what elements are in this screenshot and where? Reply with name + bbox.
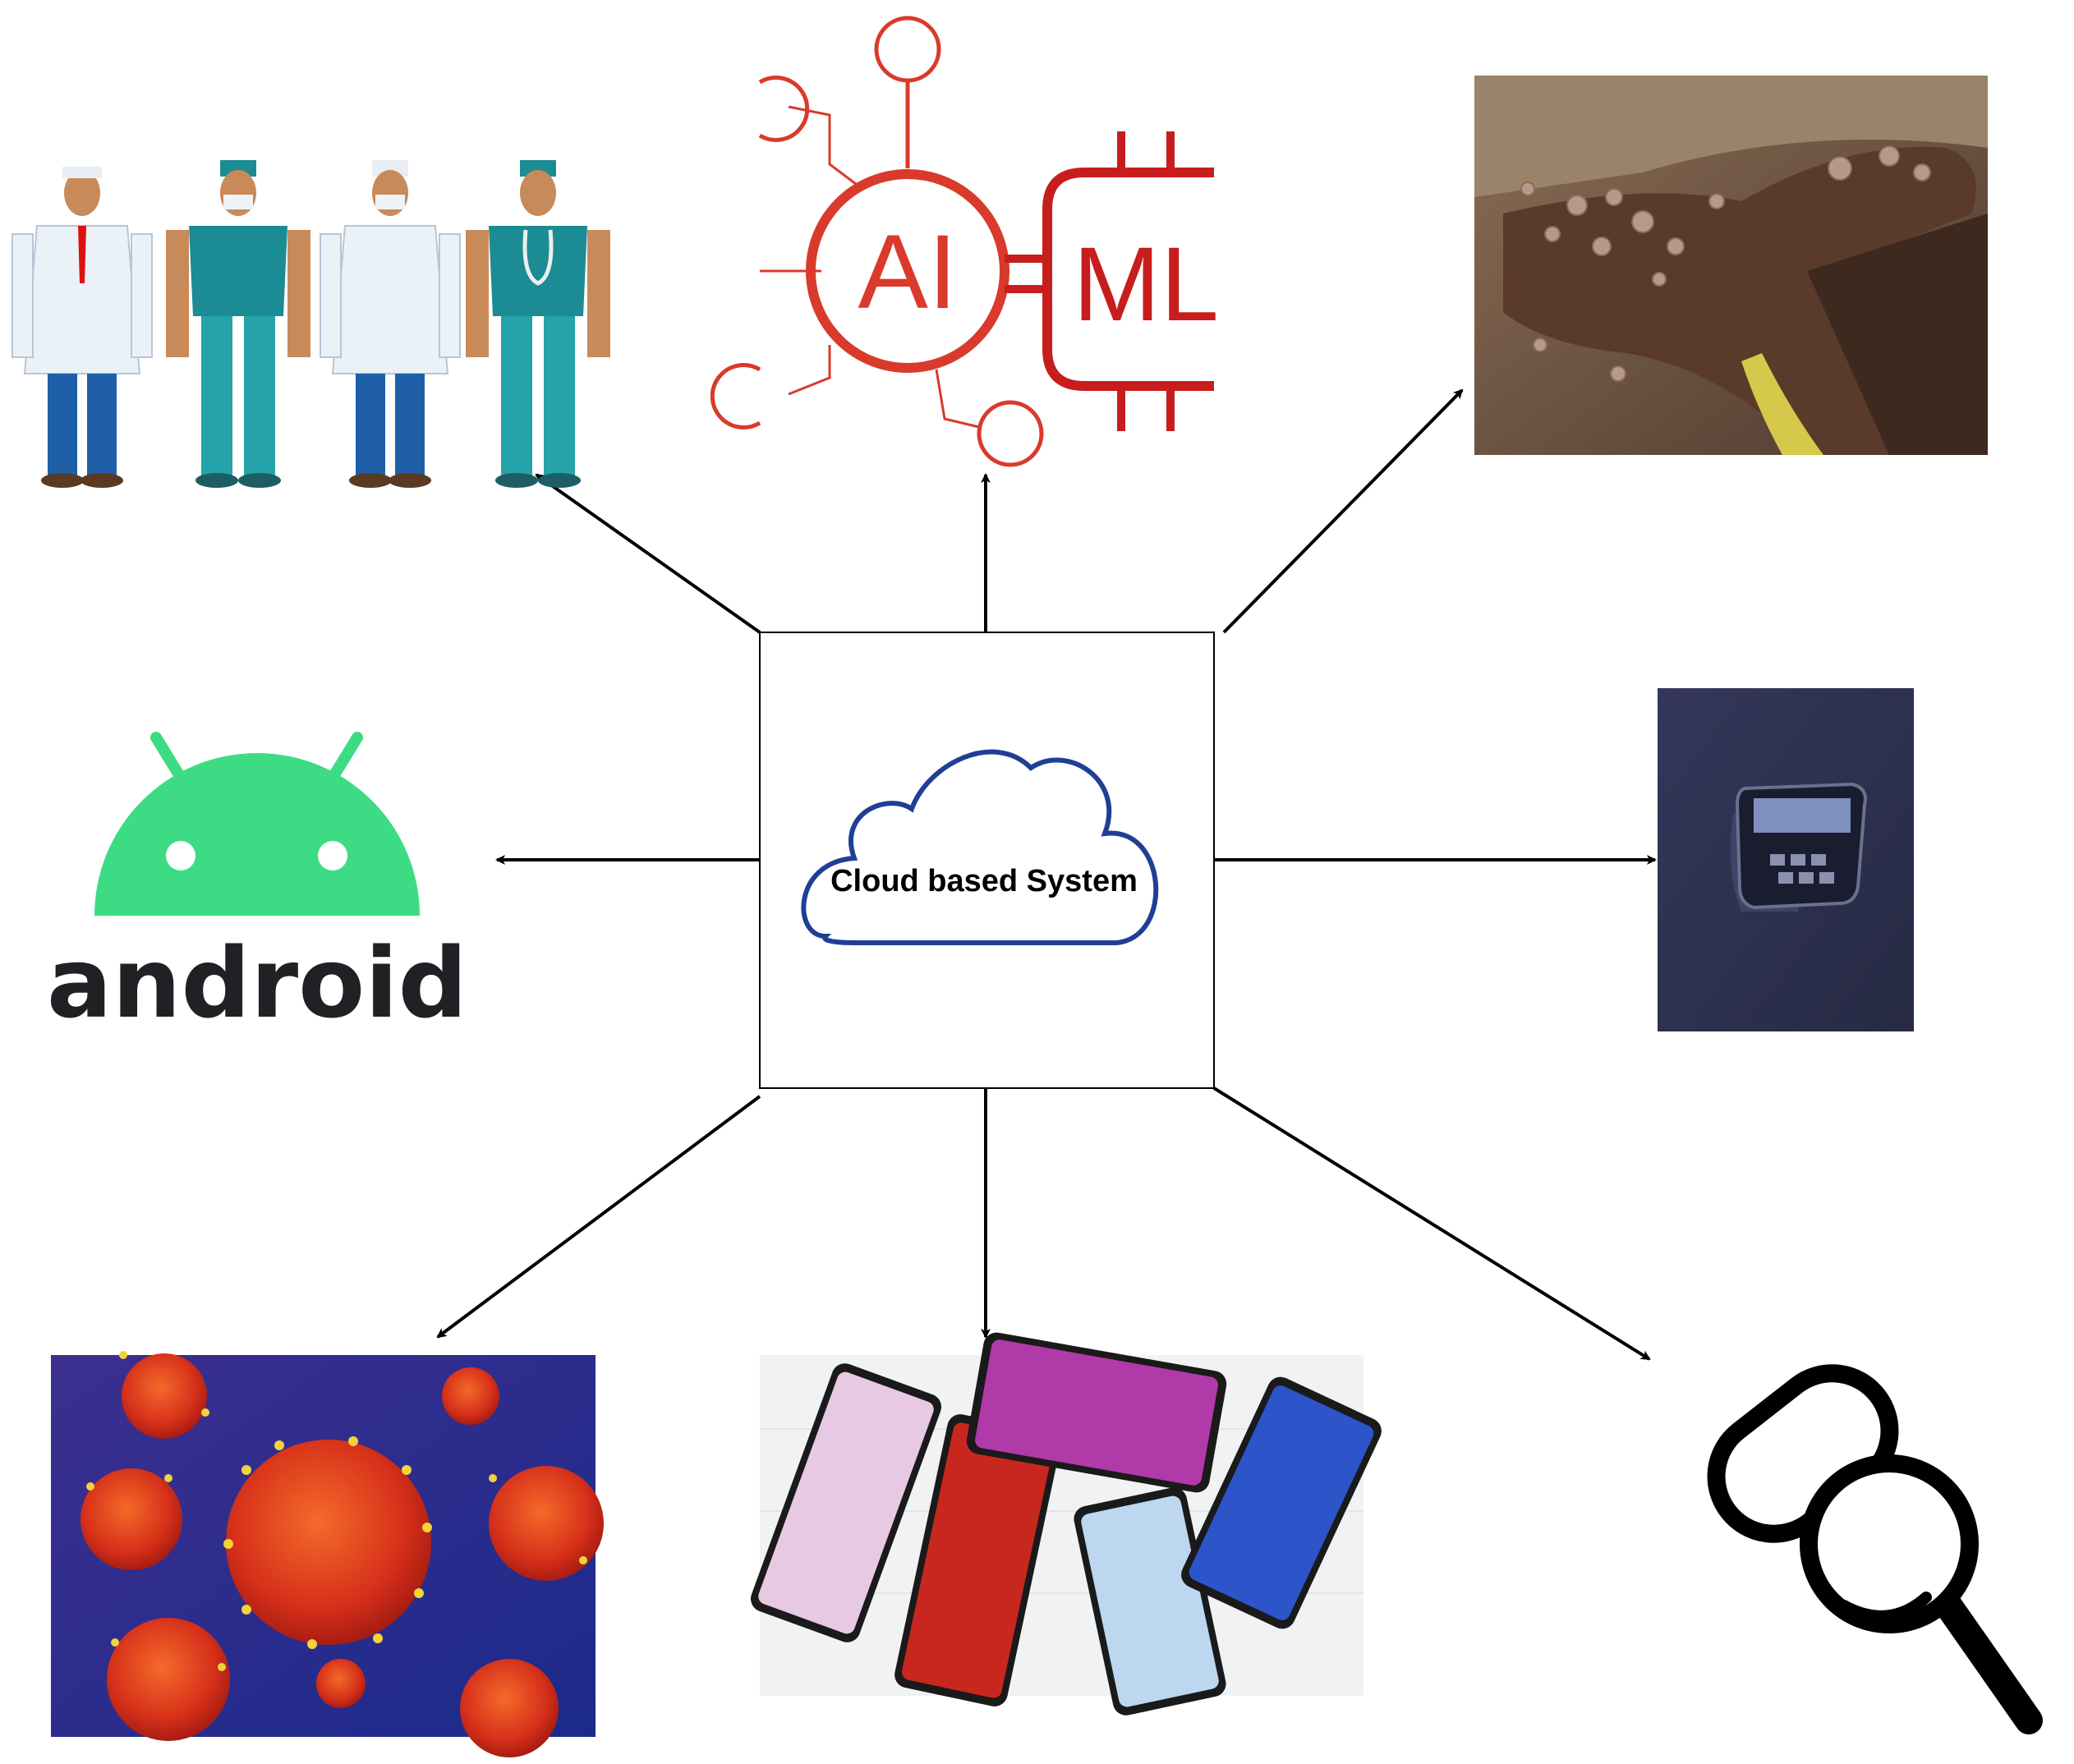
pill-search-icon	[1707, 1364, 2043, 1734]
arrows	[436, 388, 1657, 1361]
arrow-to-skin-lesion	[1222, 388, 1464, 634]
center-node: Cloud based System	[759, 632, 1215, 1089]
ai-label: AI	[858, 214, 958, 331]
nurse-figure	[166, 160, 310, 488]
ml-label: ML	[1073, 226, 1219, 343]
doctor-masked-figure	[320, 160, 461, 488]
doctor-figure	[11, 167, 153, 488]
center-label: Cloud based System	[830, 864, 1138, 898]
virus-icon	[51, 1351, 604, 1757]
smartwatch-icon	[1658, 688, 1914, 1031]
arrow-to-virus	[436, 1095, 761, 1339]
medical-staff-icon	[11, 160, 610, 488]
ai-ml-icon: AI ML	[710, 16, 1219, 467]
android-wordmark: android	[47, 926, 467, 1040]
arrow-to-pill-search	[1212, 1086, 1651, 1361]
smartphones-icon	[751, 1332, 1382, 1716]
nurse-stethoscope-figure	[466, 160, 610, 488]
skin-lesion-photo	[1474, 76, 1988, 455]
android-logo-icon: android	[47, 732, 467, 1040]
arrow-to-medical-staff	[535, 473, 761, 634]
cloud-icon	[801, 749, 1159, 945]
